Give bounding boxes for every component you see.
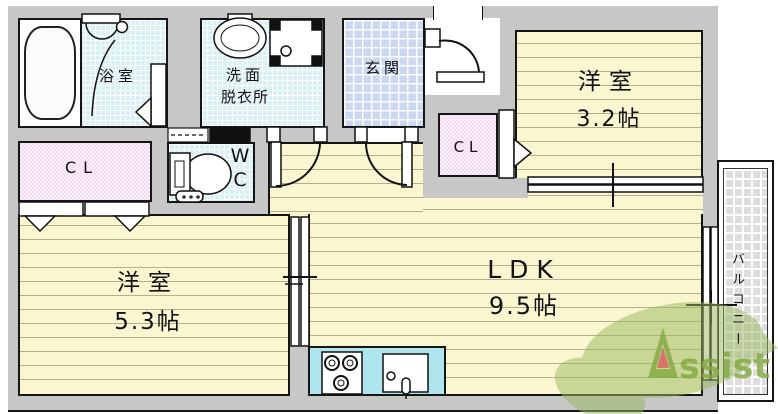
entrance-floor bbox=[342, 18, 425, 128]
wall bbox=[417, 128, 425, 142]
entrance-label: 玄関 bbox=[364, 59, 403, 77]
wall bbox=[500, 177, 528, 192]
closet-right-label: CL bbox=[453, 138, 483, 156]
wall bbox=[250, 128, 356, 142]
wc-label-c: C bbox=[233, 169, 247, 191]
wall bbox=[290, 345, 308, 396]
wall bbox=[500, 30, 515, 112]
hall-floor bbox=[268, 142, 423, 218]
wall bbox=[440, 95, 500, 113]
bathtub bbox=[24, 26, 76, 120]
closet-left-label: CL bbox=[64, 158, 100, 177]
front-door-opening bbox=[433, 6, 483, 20]
washroom-label-line2: 脱衣所 bbox=[220, 88, 269, 106]
room-large-label: 洋室 bbox=[117, 270, 179, 296]
wall bbox=[8, 396, 718, 410]
wall bbox=[8, 128, 168, 142]
wall bbox=[325, 6, 342, 142]
wall bbox=[152, 142, 167, 203]
balcony-label: バルコニー bbox=[728, 252, 744, 352]
wall bbox=[703, 6, 718, 410]
washroom-label-line1: 洗面 bbox=[225, 66, 264, 84]
room-large-size: 5.3帖 bbox=[114, 309, 182, 335]
kitchen-counter bbox=[308, 346, 446, 396]
entry-alcove bbox=[425, 18, 500, 95]
room-large-floor bbox=[18, 214, 290, 396]
ldk-label: LDK bbox=[487, 255, 561, 284]
closet-left-floor bbox=[18, 141, 152, 202]
room-small-size: 3.2帖 bbox=[576, 107, 642, 132]
room-small-floor bbox=[515, 30, 703, 178]
wc-label-w: W bbox=[230, 145, 250, 167]
closet-right-floor bbox=[438, 113, 498, 177]
bath-label: 浴室 bbox=[98, 67, 137, 85]
wall bbox=[168, 6, 200, 142]
wall bbox=[8, 6, 18, 410]
wall bbox=[255, 142, 270, 215]
ldk-size: 9.5帖 bbox=[488, 292, 560, 320]
room-small-label: 洋室 bbox=[578, 69, 640, 95]
wall bbox=[483, 6, 717, 30]
